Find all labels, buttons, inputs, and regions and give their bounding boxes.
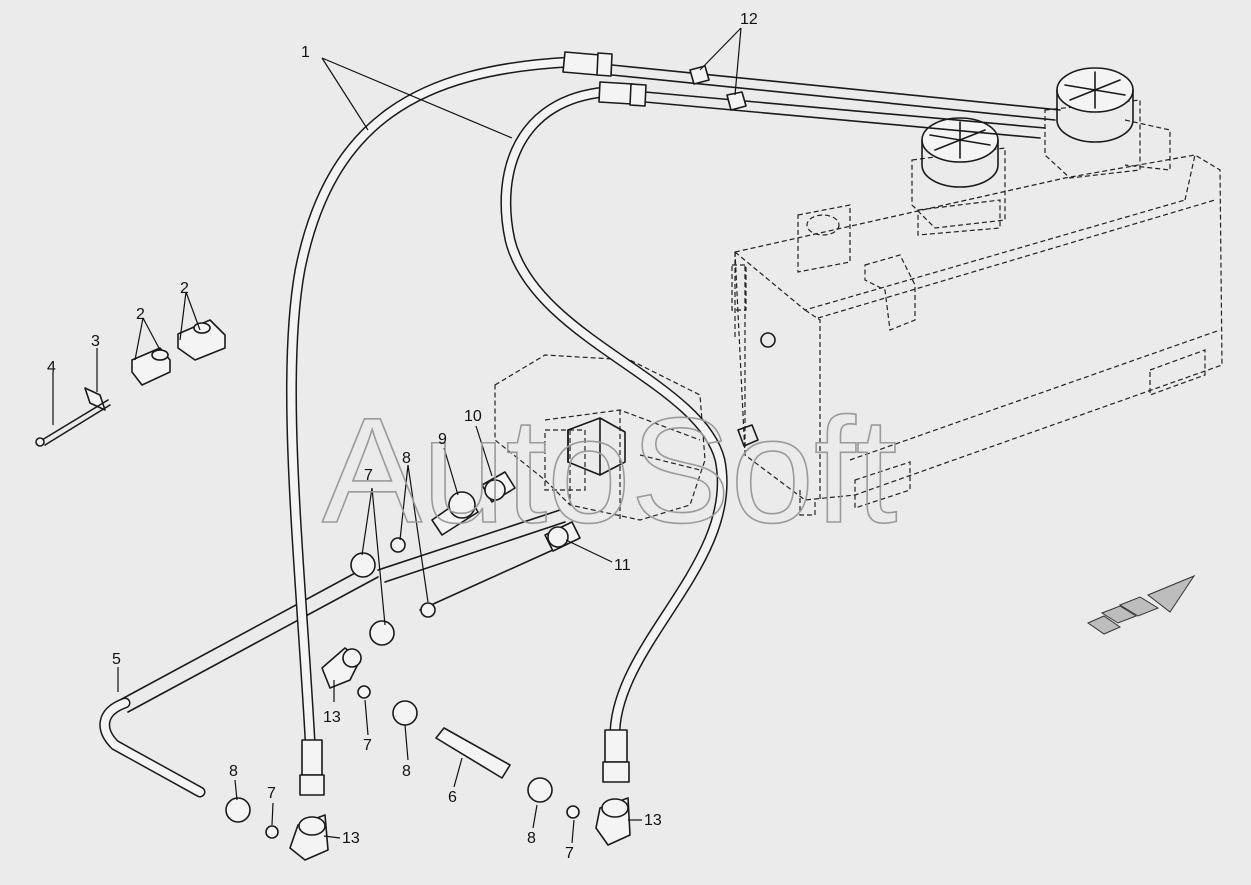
callout-9: 9 (438, 431, 447, 448)
hose-left (285, 51, 613, 796)
hose-right (500, 81, 728, 783)
fittings (35, 65, 747, 861)
filter-right (1044, 67, 1171, 179)
callout-8: 8 (402, 450, 411, 467)
callout-8: 8 (229, 763, 238, 780)
callout-7: 7 (267, 785, 276, 802)
hydraulic-tank (731, 154, 1223, 516)
callout-7: 7 (364, 467, 373, 484)
tube-5 (99, 697, 206, 798)
callout-6: 6 (448, 789, 457, 806)
pipe-lines (119, 64, 1061, 713)
callout-4: 4 (47, 359, 56, 376)
distributor-block (494, 354, 706, 521)
callout-12: 12 (740, 11, 758, 28)
callout-11: 11 (614, 557, 631, 574)
callout-8: 8 (402, 763, 411, 780)
callout-1: 1 (301, 44, 310, 61)
callout-13: 13 (323, 709, 341, 726)
callout-13: 13 (342, 830, 360, 847)
callout-13: 13 (644, 812, 662, 829)
tube-6 (435, 727, 511, 779)
callout-8: 8 (527, 830, 536, 847)
callout-2: 2 (180, 280, 189, 297)
callout-10: 10 (464, 408, 482, 425)
callout-7: 7 (363, 737, 372, 754)
forward-arrow-icon (1086, 574, 1196, 635)
callout-7: 7 (565, 845, 574, 862)
leader-lines (52, 27, 742, 844)
callouts: 1 12 2 2 3 4 5 6 7 7 7 7 8 8 8 8 9 10 11… (47, 11, 758, 862)
callout-5: 5 (112, 651, 121, 668)
callout-2: 2 (136, 306, 145, 323)
watermark: AutoSoft (322, 386, 897, 554)
filter-left (911, 117, 1006, 236)
callout-3: 3 (91, 333, 100, 350)
